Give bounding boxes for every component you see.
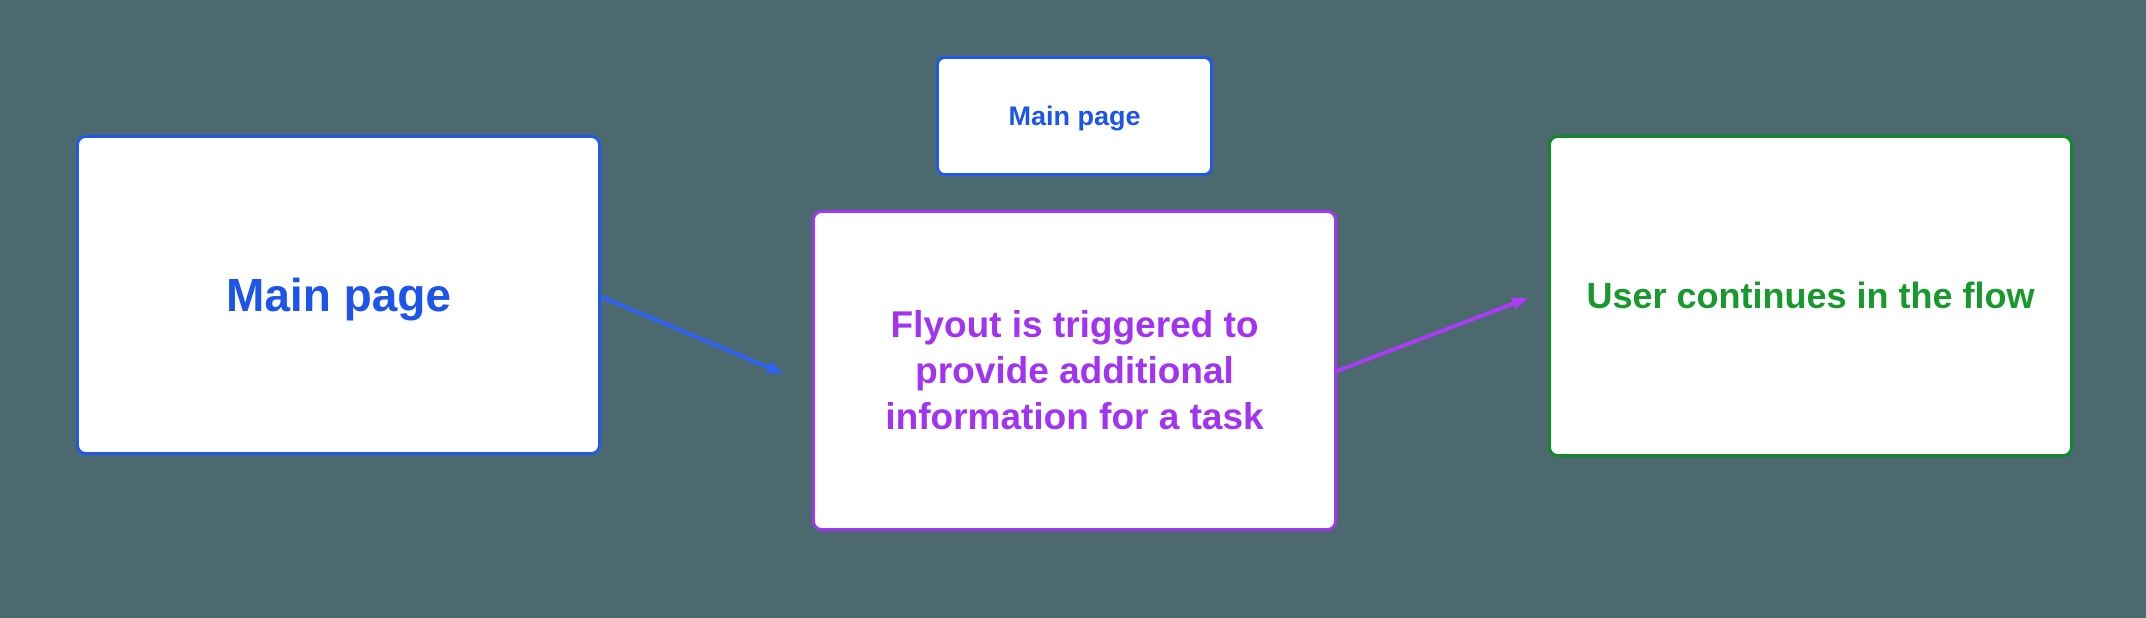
node-main-page-label: Main page — [226, 269, 451, 321]
edge-main-page-to-flyout[interactable] — [601, 295, 783, 374]
node-flyout[interactable]: Flyout is triggered to provide additiona… — [812, 210, 1337, 531]
node-flyout-label: Flyout is triggered to provide additiona… — [885, 302, 1263, 440]
node-flyout-label-line3: information for a task — [885, 395, 1264, 437]
node-user-flow-label: User continues in the flow — [1586, 275, 2035, 316]
node-user-flow[interactable]: User continues in the flow — [1548, 135, 2073, 457]
node-flyout-label-line1: Flyout is triggered to — [890, 303, 1259, 345]
node-main-page-small-label: Main page — [1008, 100, 1141, 131]
node-flyout-label-line2: provide additional — [915, 349, 1234, 391]
node-main-page[interactable]: Main page — [76, 135, 601, 455]
node-main-page-small[interactable]: Main page — [936, 56, 1213, 176]
edge-flyout-to-user-flow[interactable] — [1336, 297, 1529, 373]
